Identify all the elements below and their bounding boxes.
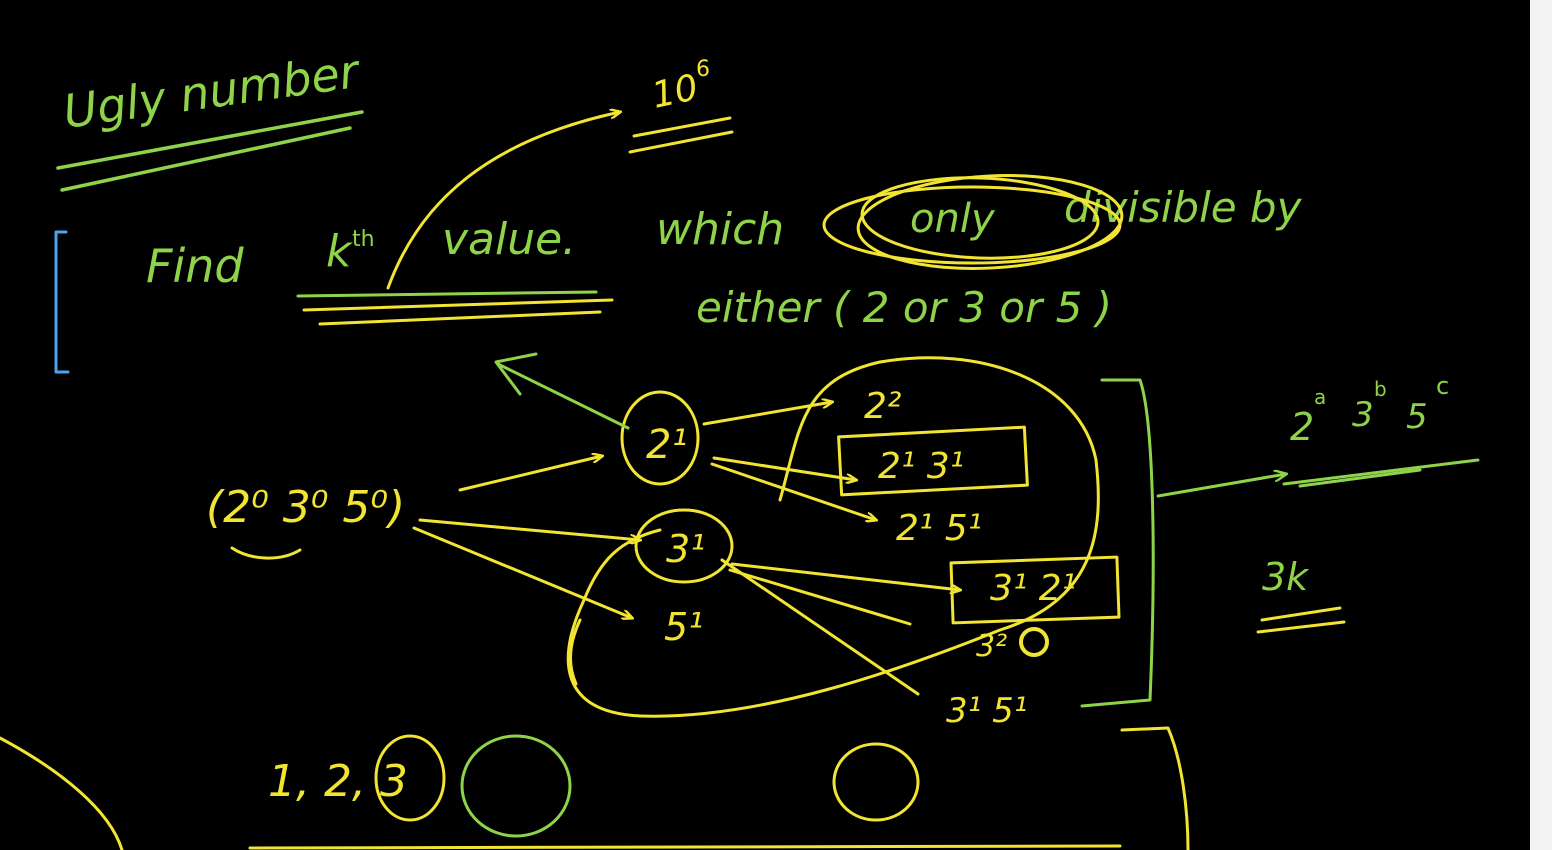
tree-root: (2⁰ 3⁰ 5⁰) [206,482,405,560]
box-2-1-3-1 [837,425,1029,497]
sequence-green-circle [460,734,572,838]
sequence-empty-circle [832,742,920,822]
form-base-2: 2 [1290,405,1314,449]
arrow-root-to-2 [458,456,602,492]
problem-line-1: Find k th value. which only divisible by [146,112,1303,326]
node-3-1: 3¹ [666,527,705,571]
arrow-2-to-2-5 [710,462,876,520]
sequence-bracket [1120,726,1190,850]
node-2-1-5-1: 2¹ 5¹ [896,508,982,549]
node-3-1-5-1: 3¹ 5¹ [946,691,1027,731]
green-back-arrow-head [494,352,538,396]
form-exp-a: a [1314,385,1326,409]
blue-bracket [54,230,70,374]
complexity-underline-1 [1260,606,1342,622]
bracket-to-form-arrow [1156,474,1286,498]
word-value: value. [442,214,576,265]
scribble-mark [1019,627,1049,657]
form-base-3: 3 [1352,395,1374,435]
form-exp-c: c [1436,372,1449,400]
node-2-2: 2² [864,386,901,427]
node-2-1-3-1: 2¹ 3¹ [878,446,964,487]
arrow-3-to-3-5 [720,558,920,696]
limit-exp: 6 [696,57,710,82]
word-th: th [352,227,375,252]
sequence-group: 1, 2, 3 [0,726,1190,850]
word-only: only [910,196,996,242]
word-which: which [656,204,784,255]
green-back-arrow [496,362,630,430]
right-annotations: 2 a 3 b 5 c 3k [1080,372,1480,708]
title-text: Ugly number [60,44,365,139]
green-bracket [1080,378,1155,708]
node-5-1: 5¹ [664,605,703,649]
tree-level-2: 2² 2¹ 3¹ 2¹ 5¹ 3¹ 2¹ 3² 3¹ 5¹ [566,356,1121,731]
node-circle-3-1 [634,508,734,584]
arrow-3-to-3-3 [728,568,912,626]
arrow-2-to-2-3 [712,456,856,480]
sequence-baseline [248,844,1122,850]
title-underline-1 [56,110,364,170]
complexity-3k: 3k [1262,555,1310,599]
left-edge-curve [0,736,124,850]
form-underline-1 [1282,458,1480,486]
enclosing-blob [566,356,1100,718]
title-group: Ugly number [56,44,365,192]
tree-level-1: 2¹ 3¹ 5¹ [412,352,734,649]
form-underline-2 [1298,468,1422,488]
only-circle-1 [856,174,1124,270]
form-exp-b: b [1374,377,1387,401]
limit-underline-1 [632,116,732,138]
title-underline-2 [60,126,352,192]
complexity-underline-2 [1256,620,1346,634]
kth-underline-1 [296,290,598,298]
only-circle-3 [822,185,1122,265]
only-circle-2 [860,176,1100,260]
problem-line-2: either ( 2 or 3 or 5 ) [696,283,1112,332]
word-find: Find [146,239,244,293]
root-underline [230,546,302,560]
node-3-1-2-1: 3¹ 2¹ [990,568,1076,609]
node-circle-2-1 [620,390,700,486]
kth-underline-2 [302,298,614,312]
form-base-5: 5 [1406,397,1428,437]
limit-underline-2 [628,130,734,154]
kth-to-limit-arrow [386,112,620,290]
arrow-root-to-3 [418,518,640,540]
sequence-text: 1, 2, 3 [268,756,408,807]
word-k: k [326,226,353,277]
arrow-root-to-5 [412,526,632,618]
limit-base: 10 [648,67,701,117]
blob-tail [569,618,582,686]
arrow-3-to-3-2 [730,562,960,590]
root-node-label: (2⁰ 3⁰ 5⁰) [206,482,405,533]
node-2-1: 2¹ [646,422,687,468]
scrollbar-track[interactable] [1530,0,1552,850]
limit-group: 10 6 [628,57,734,154]
sequence-circle-3 [374,734,446,822]
kth-underline-3 [318,310,602,326]
